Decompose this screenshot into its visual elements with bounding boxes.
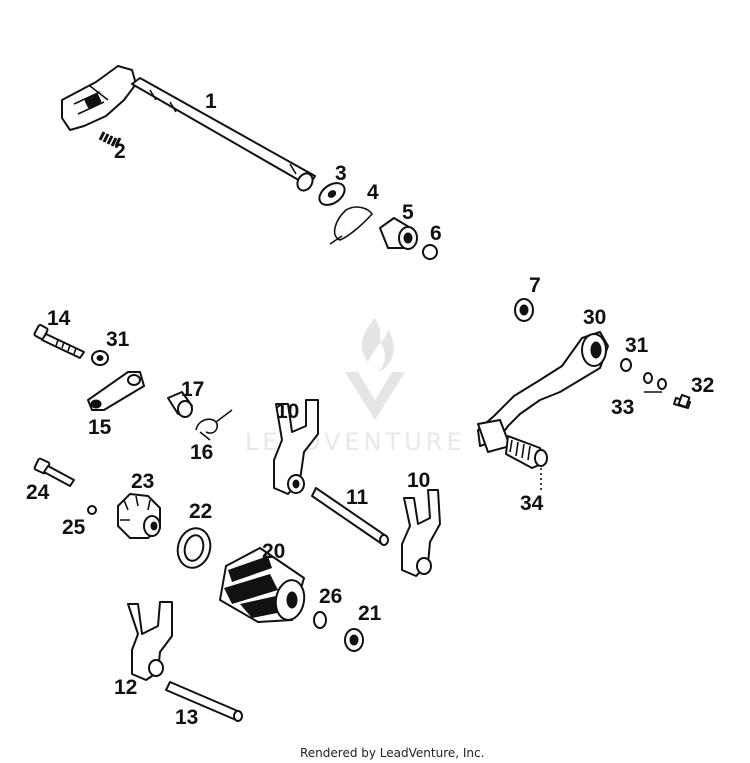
shift-fork-lower bbox=[127, 601, 173, 681]
roller-part bbox=[167, 391, 193, 418]
leadventure-watermark: LEADVENTURE bbox=[245, 318, 462, 456]
shift-drum-part bbox=[219, 547, 306, 623]
callout-22: 22 bbox=[189, 500, 212, 523]
callout-30: 30 bbox=[583, 306, 606, 329]
callout-13: 13 bbox=[175, 706, 198, 729]
callout-26: 26 bbox=[319, 585, 342, 608]
long-bolt-part bbox=[33, 324, 85, 359]
callout-21: 21 bbox=[358, 602, 382, 625]
callout-31-right: 31 bbox=[625, 334, 649, 357]
callout-31-left: 31 bbox=[106, 328, 130, 351]
shift-lever bbox=[477, 331, 609, 469]
callout-7: 7 bbox=[529, 274, 541, 297]
bearing-part bbox=[176, 527, 212, 569]
bolt-left-part bbox=[33, 457, 75, 487]
callout-10-left: 10 bbox=[276, 400, 299, 423]
small-nut-part bbox=[87, 505, 97, 515]
shift-fork-right bbox=[401, 489, 441, 577]
lower-rod-part bbox=[165, 681, 243, 722]
callout-25: 25 bbox=[62, 516, 86, 539]
washer-right-part bbox=[620, 358, 632, 372]
small-washers-part bbox=[643, 372, 667, 393]
callout-12: 12 bbox=[114, 676, 137, 699]
flame-logo-icon bbox=[345, 318, 405, 420]
lever-plate-part bbox=[87, 371, 145, 411]
shift-shaft bbox=[61, 65, 316, 192]
small-bearing-part bbox=[344, 628, 364, 652]
small-ring-part bbox=[422, 244, 438, 260]
callout-20: 20 bbox=[262, 540, 285, 563]
callout-14: 14 bbox=[47, 307, 71, 330]
bushing-part bbox=[379, 217, 418, 250]
callout-3: 3 bbox=[335, 162, 347, 185]
callout-2: 2 bbox=[114, 140, 126, 163]
callout-16: 16 bbox=[190, 441, 213, 464]
washer-part bbox=[318, 182, 346, 206]
callout-32: 32 bbox=[691, 374, 714, 397]
seal-ring-part bbox=[514, 298, 534, 322]
thin-washer-part bbox=[313, 611, 327, 629]
callout-17: 17 bbox=[181, 378, 204, 401]
callout-10-right: 10 bbox=[407, 469, 430, 492]
callout-33: 33 bbox=[611, 396, 634, 419]
callout-15: 15 bbox=[88, 416, 112, 439]
callout-23: 23 bbox=[131, 470, 154, 493]
callout-24: 24 bbox=[26, 481, 50, 504]
callout-4: 4 bbox=[367, 181, 379, 204]
callout-5: 5 bbox=[402, 201, 414, 224]
footer-credit: Rendered by LeadVenture, Inc. bbox=[300, 746, 484, 760]
fork-rod-part bbox=[311, 487, 389, 546]
shift-star-part bbox=[117, 493, 161, 539]
washer-left-part bbox=[91, 350, 109, 366]
spring-part bbox=[98, 131, 122, 147]
circlip-part bbox=[329, 206, 374, 245]
bolt-right-part bbox=[673, 393, 691, 409]
callout-34: 34 bbox=[520, 492, 544, 515]
callout-1: 1 bbox=[205, 90, 217, 113]
callout-6: 6 bbox=[430, 222, 442, 245]
shift-fork-left bbox=[273, 399, 319, 495]
torsion-spring-part bbox=[195, 409, 233, 441]
callout-11: 11 bbox=[346, 486, 369, 509]
